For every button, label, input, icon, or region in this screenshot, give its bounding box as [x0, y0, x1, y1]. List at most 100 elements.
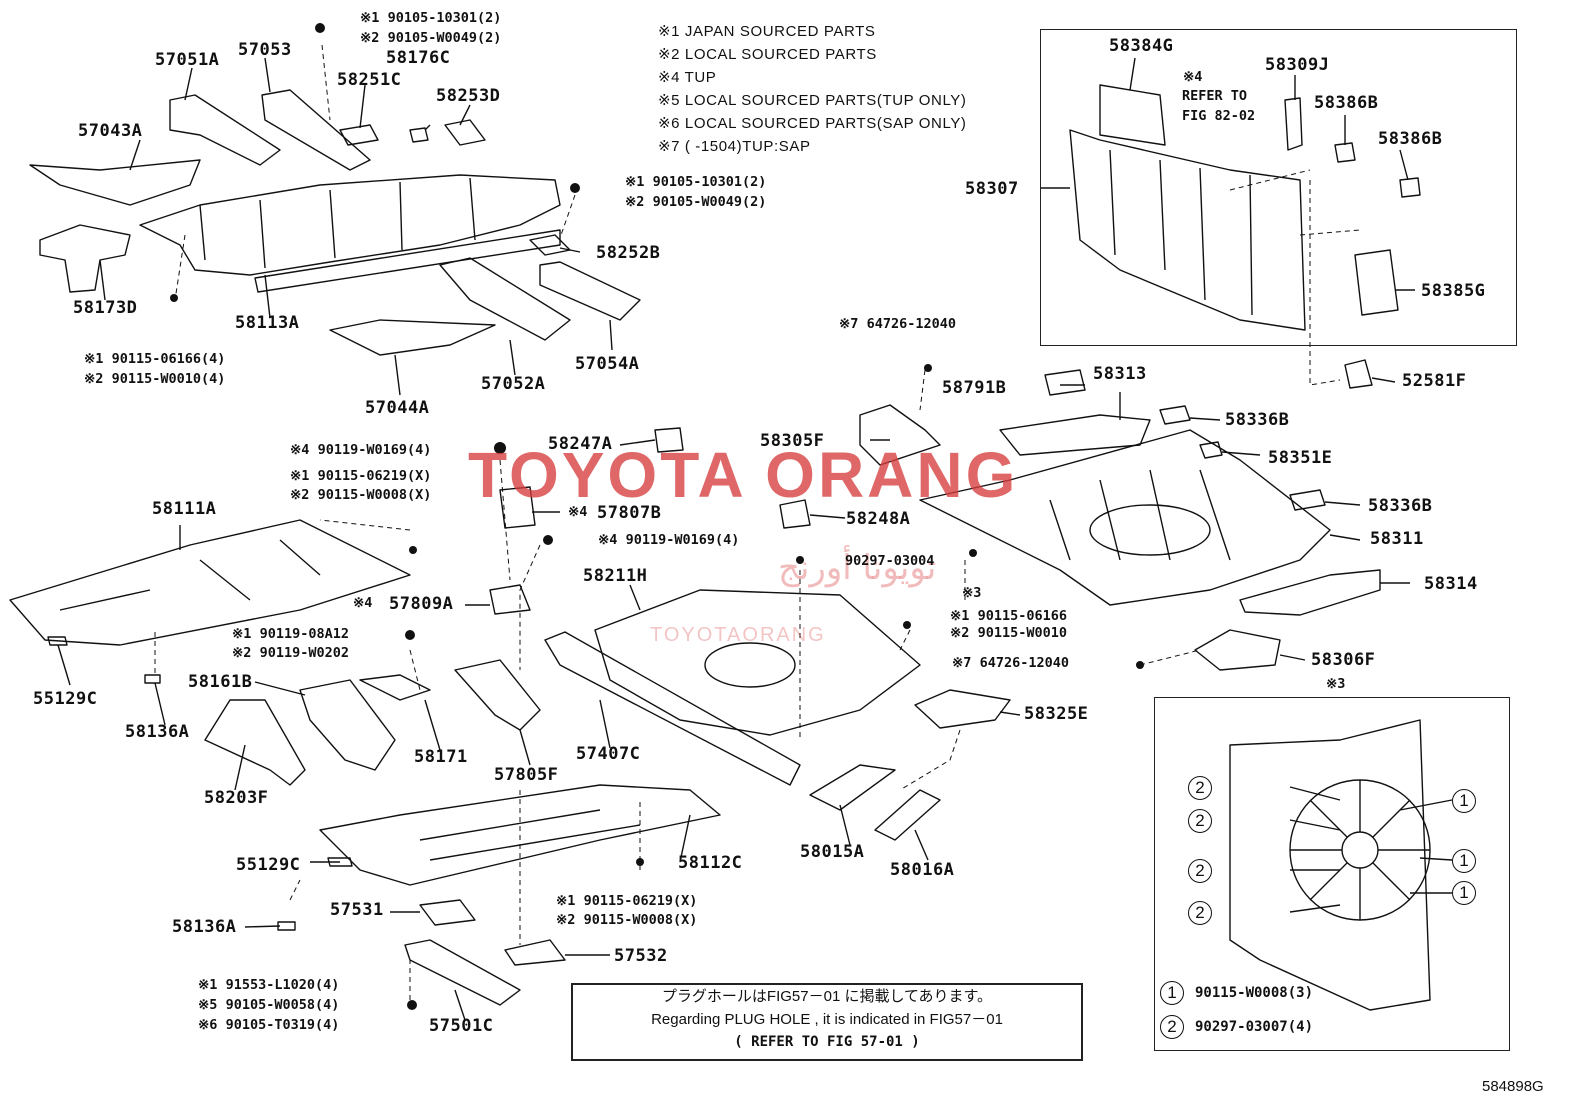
bracket-58176C	[409, 127, 429, 143]
part-58113A[interactable]: 58113A	[235, 313, 300, 333]
part-58016A[interactable]: 58016A	[890, 860, 955, 880]
part-57044A[interactable]: 57044A	[365, 398, 430, 418]
part-58305F[interactable]: 58305F	[760, 431, 825, 451]
part-58253D[interactable]: 58253D	[436, 86, 501, 106]
part-57407C[interactable]: 57407C	[576, 744, 641, 764]
bracket-58173D	[39, 224, 131, 293]
legend-line-2: ※2 LOCAL SOURCED PARTS	[658, 46, 877, 63]
bracket-58336B	[1159, 405, 1191, 425]
detail-legend-2-text: 90297-03007(4)	[1195, 1019, 1314, 1035]
plate-57044A	[329, 319, 496, 356]
part-55129C[interactable]: 55129C	[33, 689, 98, 709]
plug-52581F	[1344, 359, 1373, 389]
plug-58136A-2	[277, 921, 296, 931]
note-refer-to[interactable]: REFER TO	[1182, 88, 1248, 104]
note-refer-mark: ※4	[1183, 69, 1203, 85]
part-58247A[interactable]: 58247A	[548, 434, 613, 454]
part-58336B-second[interactable]: 58336B	[1368, 496, 1433, 516]
part-58015A[interactable]: 58015A	[800, 842, 865, 862]
part-57501C[interactable]: 57501C	[429, 1016, 494, 1036]
part-58161B[interactable]: 58161B	[188, 672, 253, 692]
plug-hole-reference-box: プラグホールはFIG57－01 に掲載してあります。 Regarding PLU…	[571, 983, 1083, 1061]
part-58176C[interactable]: 58176C	[386, 48, 451, 68]
part-58252B[interactable]: 58252B	[596, 243, 661, 263]
panel-58307	[1069, 129, 1306, 331]
plug-58136A	[144, 674, 161, 684]
bracket-58016A	[874, 789, 941, 841]
note-tup-57809A: ※4	[353, 595, 373, 611]
part-58325E[interactable]: 58325E	[1024, 704, 1089, 724]
note-bolt-1b: ※2 90105-W0049(2)	[360, 30, 502, 46]
bracket-58336B-2	[1289, 489, 1326, 511]
part-58136A[interactable]: 58136A	[125, 722, 190, 742]
detail-callout-1-top: 1	[1452, 789, 1476, 813]
part-57054A[interactable]: 57054A	[575, 354, 640, 374]
detail-legend-1-mark: 1	[1160, 981, 1184, 1005]
part-58136A-second[interactable]: 58136A	[172, 917, 237, 937]
bracket-57807B	[499, 486, 536, 529]
part-57807B[interactable]: 57807B	[597, 503, 662, 523]
note-refer-fig[interactable]: FIG 82-02	[1182, 108, 1256, 124]
part-58386B[interactable]: 58386B	[1314, 93, 1379, 113]
part-58111A[interactable]: 58111A	[152, 499, 217, 519]
part-58351E[interactable]: 58351E	[1268, 448, 1333, 468]
part-58309J[interactable]: 58309J	[1265, 55, 1330, 75]
part-58112C[interactable]: 58112C	[678, 853, 743, 873]
floor-pan-58113A	[139, 174, 561, 276]
watermark-latin: TOYOTAORANG	[650, 624, 826, 646]
note-bolt-9a: ※1 90115-06219(X)	[556, 893, 698, 909]
note-bolt-4a: ※4 90119-W0169(4)	[290, 442, 432, 458]
part-58336B[interactable]: 58336B	[1225, 410, 1290, 430]
part-58791B[interactable]: 58791B	[942, 378, 1007, 398]
note-bolt-3a: ※1 90115-06166(4)	[84, 351, 226, 367]
part-58251C[interactable]: 58251C	[337, 70, 402, 90]
legend-line-3: ※4 TUP	[658, 69, 717, 86]
note-bolt-10b: ※5 90105-W0058(4)	[198, 997, 340, 1013]
part-52581F[interactable]: 52581F	[1402, 371, 1467, 391]
clip-58386B	[1334, 142, 1356, 163]
dash-panel-box	[1040, 29, 1517, 346]
bracket-58252B	[529, 234, 571, 256]
part-57532[interactable]: 57532	[614, 946, 668, 966]
part-58306F[interactable]: 58306F	[1311, 650, 1376, 670]
part-55129C-second[interactable]: 55129C	[236, 855, 301, 875]
part-57805F[interactable]: 57805F	[494, 765, 559, 785]
part-58203F[interactable]: 58203F	[204, 788, 269, 808]
part-58211H[interactable]: 58211H	[583, 566, 648, 586]
member-58161B	[299, 679, 396, 771]
part-57809A[interactable]: 57809A	[389, 594, 454, 614]
part-58384G[interactable]: 58384G	[1109, 36, 1174, 56]
bracket-58248A	[779, 499, 811, 529]
part-58313[interactable]: 58313	[1093, 364, 1147, 384]
part-58248A[interactable]: 58248A	[846, 509, 911, 529]
legend-line-5: ※6 LOCAL SOURCED PARTS(SAP ONLY)	[658, 115, 967, 132]
part-57052A[interactable]: 57052A	[481, 374, 546, 394]
refbox-refer-link[interactable]: ( REFER TO FIG 57-01 )	[734, 1034, 920, 1050]
note-bolt-4b: ※1 90115-06219(X)	[290, 468, 432, 484]
part-58314[interactable]: 58314	[1424, 574, 1478, 594]
part-58307[interactable]: 58307	[965, 179, 1019, 199]
part-58173D[interactable]: 58173D	[73, 298, 138, 318]
part-57053[interactable]: 57053	[238, 40, 292, 60]
floor-58111A	[9, 519, 411, 646]
part-58171[interactable]: 58171	[414, 747, 468, 767]
part-57051A[interactable]: 57051A	[155, 50, 220, 70]
bracket-58306F	[1194, 629, 1281, 671]
part-57043A[interactable]: 57043A	[78, 121, 143, 141]
note-bolt-1a: ※1 90105-10301(2)	[360, 10, 502, 26]
detail-legend-2-mark: 2	[1160, 1015, 1184, 1039]
part-58385G[interactable]: 58385G	[1421, 281, 1486, 301]
part-58386B-second[interactable]: 58386B	[1378, 129, 1443, 149]
part-58311[interactable]: 58311	[1370, 529, 1424, 549]
member-57052A	[439, 257, 571, 341]
plate-58385G	[1354, 249, 1399, 316]
rear-floor-58311	[919, 429, 1331, 606]
detail-callout-1-mid: 1	[1452, 849, 1476, 873]
part-57531[interactable]: 57531	[330, 900, 384, 920]
member-57051A	[169, 94, 281, 166]
watermark-arabic: تويوتا أورنج	[778, 548, 937, 588]
note-bolt-7a: ※1 90115-06166	[950, 608, 1067, 624]
legend-line-1: ※1 JAPAN SOURCED PARTS	[658, 23, 876, 40]
bracket-58351E	[1199, 441, 1223, 459]
